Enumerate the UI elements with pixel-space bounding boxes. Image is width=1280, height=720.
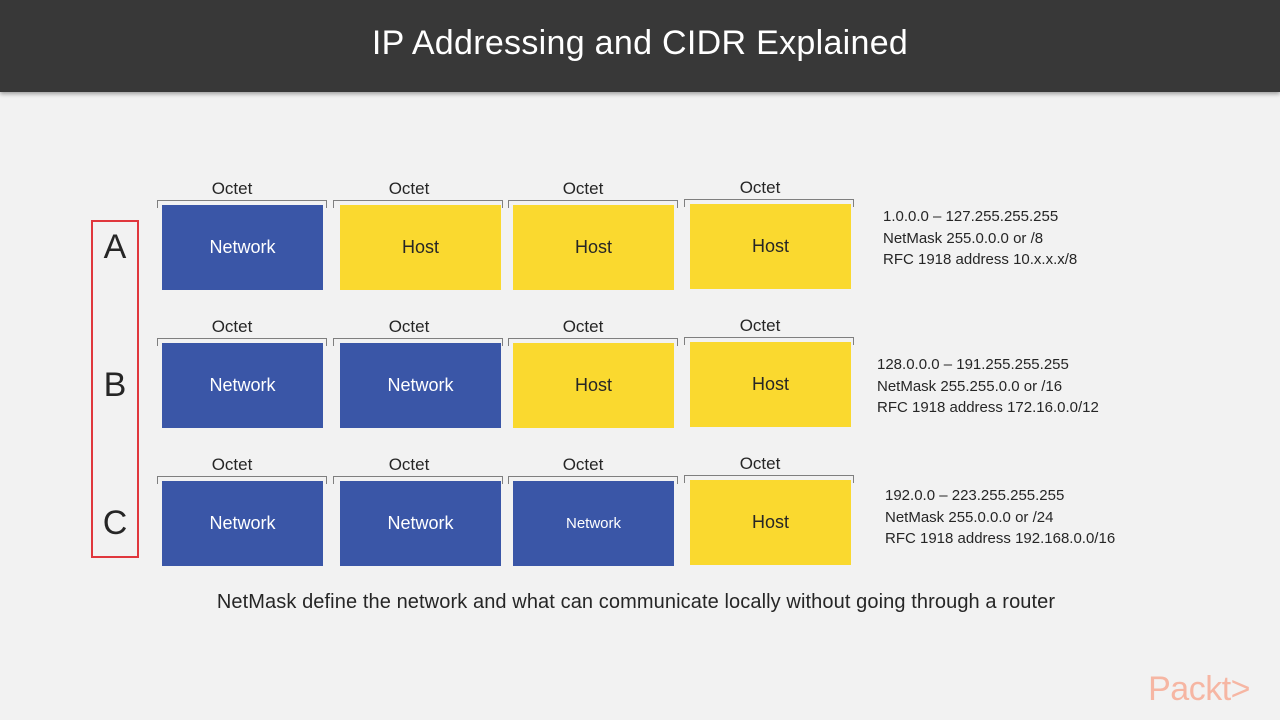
- host-octet-box: Host: [513, 343, 674, 428]
- octet-bracket: [508, 338, 678, 346]
- address-range: 128.0.0.0 – 191.255.255.255: [877, 356, 1069, 373]
- octet-bracket: [684, 199, 854, 207]
- netmask: NetMask 255.255.0.0 or /16: [877, 377, 1063, 395]
- class-a-info: 1.0.0.0 – 127.255.255.255 NetMask 255.0.…: [883, 206, 1077, 271]
- network-octet-box: Network: [162, 343, 323, 428]
- host-octet-box: Host: [690, 480, 851, 565]
- title-bar: IP Addressing and CIDR Explained: [0, 0, 1280, 92]
- packt-logo: Packt>: [1148, 670, 1250, 708]
- rfc1918-address: RFC 1918 address 10.x.x.x/8: [883, 251, 1078, 268]
- rfc1918-address: RFC 1918 address 192.168.0.0/16: [885, 530, 1116, 547]
- octet-label: Octet: [211, 455, 253, 474]
- netmask: NetMask 255.0.0.0 or /8: [883, 229, 1044, 247]
- octet-label: Octet: [388, 317, 430, 336]
- class-frame: [91, 220, 139, 558]
- network-octet-box: Network: [162, 205, 323, 290]
- octet-label: Octet: [739, 316, 781, 335]
- octet-bracket: [508, 476, 678, 484]
- octet-bracket: [508, 200, 678, 208]
- class-letter-b: B: [103, 366, 127, 404]
- rfc1918-address: RFC 1918 address 172.16.0.0/12: [877, 399, 1099, 416]
- octet-label: Octet: [562, 179, 604, 198]
- host-octet-box: Host: [690, 342, 851, 427]
- netmask: NetMask 255.0.0.0 or /24: [885, 508, 1054, 526]
- octet-bracket: [684, 475, 854, 483]
- octet-bracket: [157, 200, 327, 208]
- octet-label: Octet: [739, 454, 781, 473]
- network-octet-box: Network: [513, 481, 674, 566]
- class-letter-c: C: [102, 504, 128, 542]
- octet-bracket: [157, 476, 327, 484]
- address-range: 192.0.0 – 223.255.255.255: [885, 487, 1065, 504]
- network-octet-box: Network: [340, 343, 501, 428]
- class-letter-a: A: [103, 228, 127, 266]
- slide-title: IP Addressing and CIDR Explained: [371, 24, 909, 62]
- octet-bracket: [333, 476, 503, 484]
- octet-bracket: [333, 338, 503, 346]
- octet-label: Octet: [388, 179, 430, 198]
- octet-bracket: [684, 337, 854, 345]
- host-octet-box: Host: [340, 205, 501, 290]
- octet-label: Octet: [211, 317, 253, 336]
- octet-label: Octet: [388, 455, 430, 474]
- class-b-info: 128.0.0.0 – 191.255.255.255 NetMask 255.…: [877, 354, 1099, 419]
- network-octet-box: Network: [340, 481, 501, 566]
- host-octet-box: Host: [690, 204, 851, 289]
- octet-bracket: [157, 338, 327, 346]
- network-octet-box: Network: [162, 481, 323, 566]
- class-c-info: 192.0.0 – 223.255.255.255 NetMask 255.0.…: [885, 485, 1115, 550]
- address-range: 1.0.0.0 – 127.255.255.255: [883, 208, 1059, 225]
- octet-label: Octet: [739, 178, 781, 197]
- octet-label: Octet: [562, 317, 604, 336]
- netmask-caption: NetMask define the network and what can …: [216, 591, 1056, 613]
- host-octet-box: Host: [513, 205, 674, 290]
- octet-bracket: [333, 200, 503, 208]
- octet-label: Octet: [211, 179, 253, 198]
- octet-label: Octet: [562, 455, 604, 474]
